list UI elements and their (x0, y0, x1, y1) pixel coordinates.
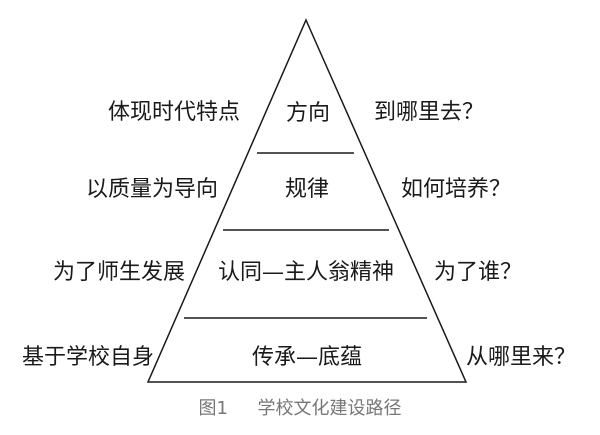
level-1-center-label: 方向 (285, 101, 331, 126)
level-4-center-label: 传承—底蕴 (251, 345, 363, 370)
figure-caption: 图1 学校文化建设路径 (0, 397, 600, 421)
level-4-left-label: 基于学校自身 (22, 345, 155, 370)
level-2-center-label: 规律 (284, 177, 330, 202)
figure-title: 学校文化建设路径 (257, 398, 402, 419)
level-1-left-label: 体现时代特点 (108, 100, 241, 125)
level-4-right-label: 从哪里来？ (466, 345, 577, 370)
level-3-left-label: 为了师生发展 (53, 260, 186, 285)
level-2-left-label: 以质量为导向 (86, 177, 219, 202)
level-2-right-label: 如何培养？ (401, 177, 512, 202)
level-3-center-label: 认同—主人翁精神 (217, 260, 395, 285)
level-1-right-label: 到哪里去？ (374, 100, 485, 125)
figure-number: 图1 (198, 398, 228, 419)
level-3-right-label: 为了谁？ (434, 260, 523, 285)
pyramid-outline (146, 18, 468, 383)
